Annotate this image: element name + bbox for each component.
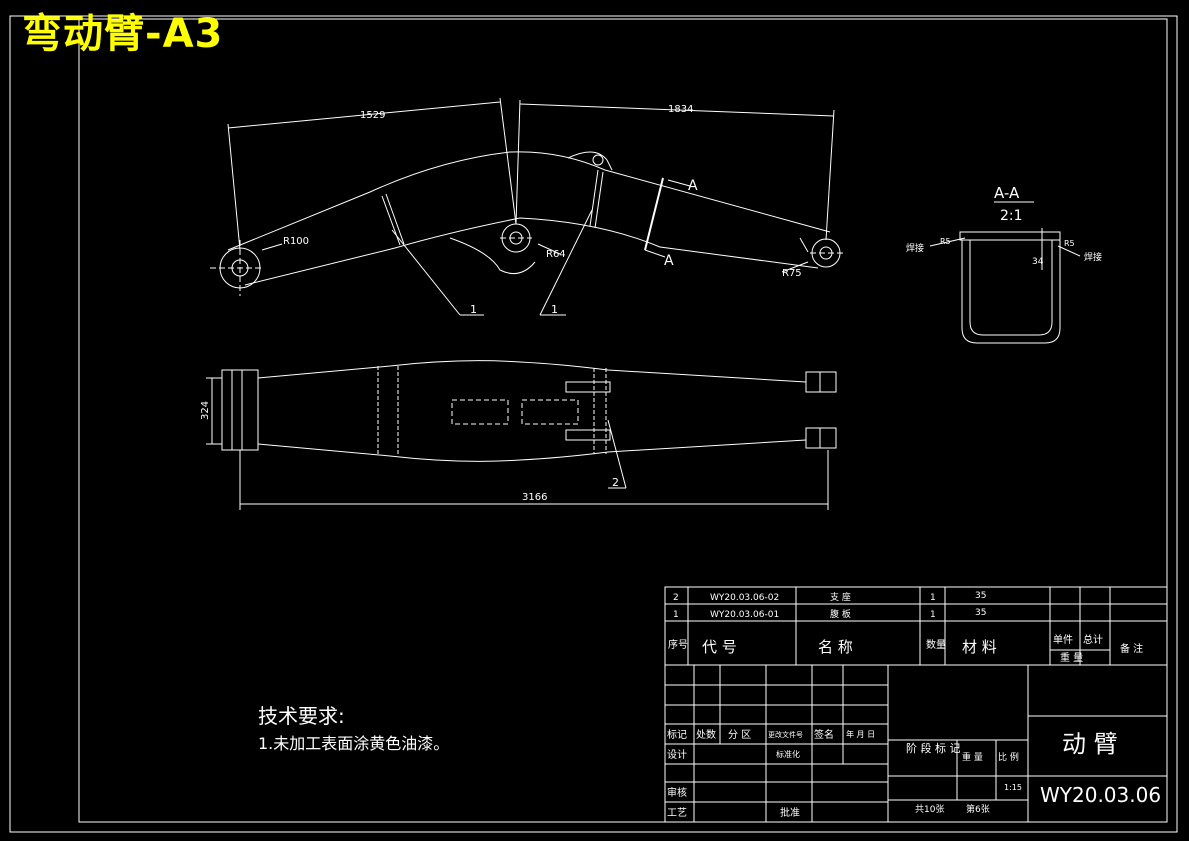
svg-text:序号: 序号 xyxy=(668,638,688,651)
svg-text:1: 1 xyxy=(930,610,936,620)
svg-text:名 称: 名 称 xyxy=(818,638,853,656)
dim-r75: R75 xyxy=(782,268,802,279)
title-block-labels: 标记 处数 分 区 更改文件号 签名 年 月 日 设计 标准化 阶 段 标 记 … xyxy=(667,728,1161,819)
dim-r64: R64 xyxy=(546,249,566,260)
dim-1529: 1529 xyxy=(360,110,385,121)
svg-text:1: 1 xyxy=(673,610,679,620)
svg-text:动 臂: 动 臂 xyxy=(1062,730,1118,758)
svg-text:签名: 签名 xyxy=(814,728,834,741)
svg-text:支 座: 支 座 xyxy=(830,591,851,603)
svg-text:标准化: 标准化 xyxy=(776,749,800,759)
svg-text:数量: 数量 xyxy=(926,638,946,651)
balloon-1a: 1 xyxy=(470,303,477,316)
svg-text:年 月 日: 年 月 日 xyxy=(846,729,875,739)
r5-left: R5 xyxy=(940,237,951,246)
dim-1834: 1834 xyxy=(668,104,693,115)
svg-text:单件: 单件 xyxy=(1053,634,1073,646)
weld-label-left: 焊接 xyxy=(906,242,924,254)
section-arrow-upper: A xyxy=(688,178,698,194)
svg-text:WY20.03.06-01: WY20.03.06-01 xyxy=(710,610,779,620)
section-arrow-lower: A xyxy=(664,253,674,269)
svg-text:1:15: 1:15 xyxy=(1004,783,1022,792)
tech-requirements-title: 技术要求: xyxy=(258,704,345,728)
balloon-1b: 1 xyxy=(551,303,558,316)
svg-text:重 量: 重 量 xyxy=(1060,651,1083,664)
title-block xyxy=(664,664,1168,823)
svg-text:WY20.03.06: WY20.03.06 xyxy=(1040,783,1161,807)
front-view xyxy=(210,97,846,316)
svg-text:备 注: 备 注 xyxy=(1120,642,1143,655)
svg-text:审核: 审核 xyxy=(667,786,687,799)
svg-text:批准: 批准 xyxy=(780,806,800,819)
svg-text:设计: 设计 xyxy=(667,748,687,761)
top-view xyxy=(206,360,837,510)
bom-row-1: 1 WY20.03.06-01 腹 板 1 35 xyxy=(673,608,986,620)
svg-text:35: 35 xyxy=(975,608,986,618)
section-view xyxy=(929,201,1081,344)
tech-requirement-item: 1.未加工表面涂黄色油漆。 xyxy=(258,734,450,753)
outer-border xyxy=(9,15,1178,833)
svg-text:阶 段 标 记: 阶 段 标 记 xyxy=(906,741,961,755)
svg-text:代 号: 代 号 xyxy=(702,638,737,656)
dim-324: 324 xyxy=(200,401,211,420)
svg-text:35: 35 xyxy=(975,591,986,601)
svg-text:工艺: 工艺 xyxy=(667,807,687,819)
svg-text:比 例: 比 例 xyxy=(998,751,1019,763)
dim-3166: 3166 xyxy=(522,492,547,503)
svg-text:标记: 标记 xyxy=(667,729,687,741)
svg-text:总计: 总计 xyxy=(1083,633,1103,646)
svg-text:2: 2 xyxy=(673,593,679,603)
dim-r100: R100 xyxy=(283,236,309,247)
svg-text:第6张: 第6张 xyxy=(966,803,990,815)
bom-row-2: 2 WY20.03.06-02 支 座 1 35 xyxy=(673,591,986,603)
svg-text:共10张: 共10张 xyxy=(915,804,944,815)
svg-text:1: 1 xyxy=(930,593,936,603)
svg-text:处数: 处数 xyxy=(696,728,716,741)
svg-text:重 量: 重 量 xyxy=(962,751,983,763)
weld-label-right: 焊接 xyxy=(1084,251,1102,263)
dim-34: 34 xyxy=(1032,257,1044,267)
svg-text:分 区: 分 区 xyxy=(728,729,751,741)
drawing-title: 弯动臂-A3 xyxy=(22,11,224,57)
bom-header: 序号 代 号 名 称 数量 材 料 单件 总计 重 量 备 注 xyxy=(668,633,1143,664)
section-title: A-A xyxy=(994,184,1020,202)
svg-text:更改文件号: 更改文件号 xyxy=(768,730,803,739)
svg-text:材 料: 材 料 xyxy=(962,638,997,656)
section-scale: 2:1 xyxy=(1000,208,1023,224)
inner-border xyxy=(78,18,1168,823)
svg-text:腹 板: 腹 板 xyxy=(830,608,851,620)
r5-right: R5 xyxy=(1064,239,1075,248)
balloon-2: 2 xyxy=(612,476,619,489)
svg-text:WY20.03.06-02: WY20.03.06-02 xyxy=(710,593,779,603)
